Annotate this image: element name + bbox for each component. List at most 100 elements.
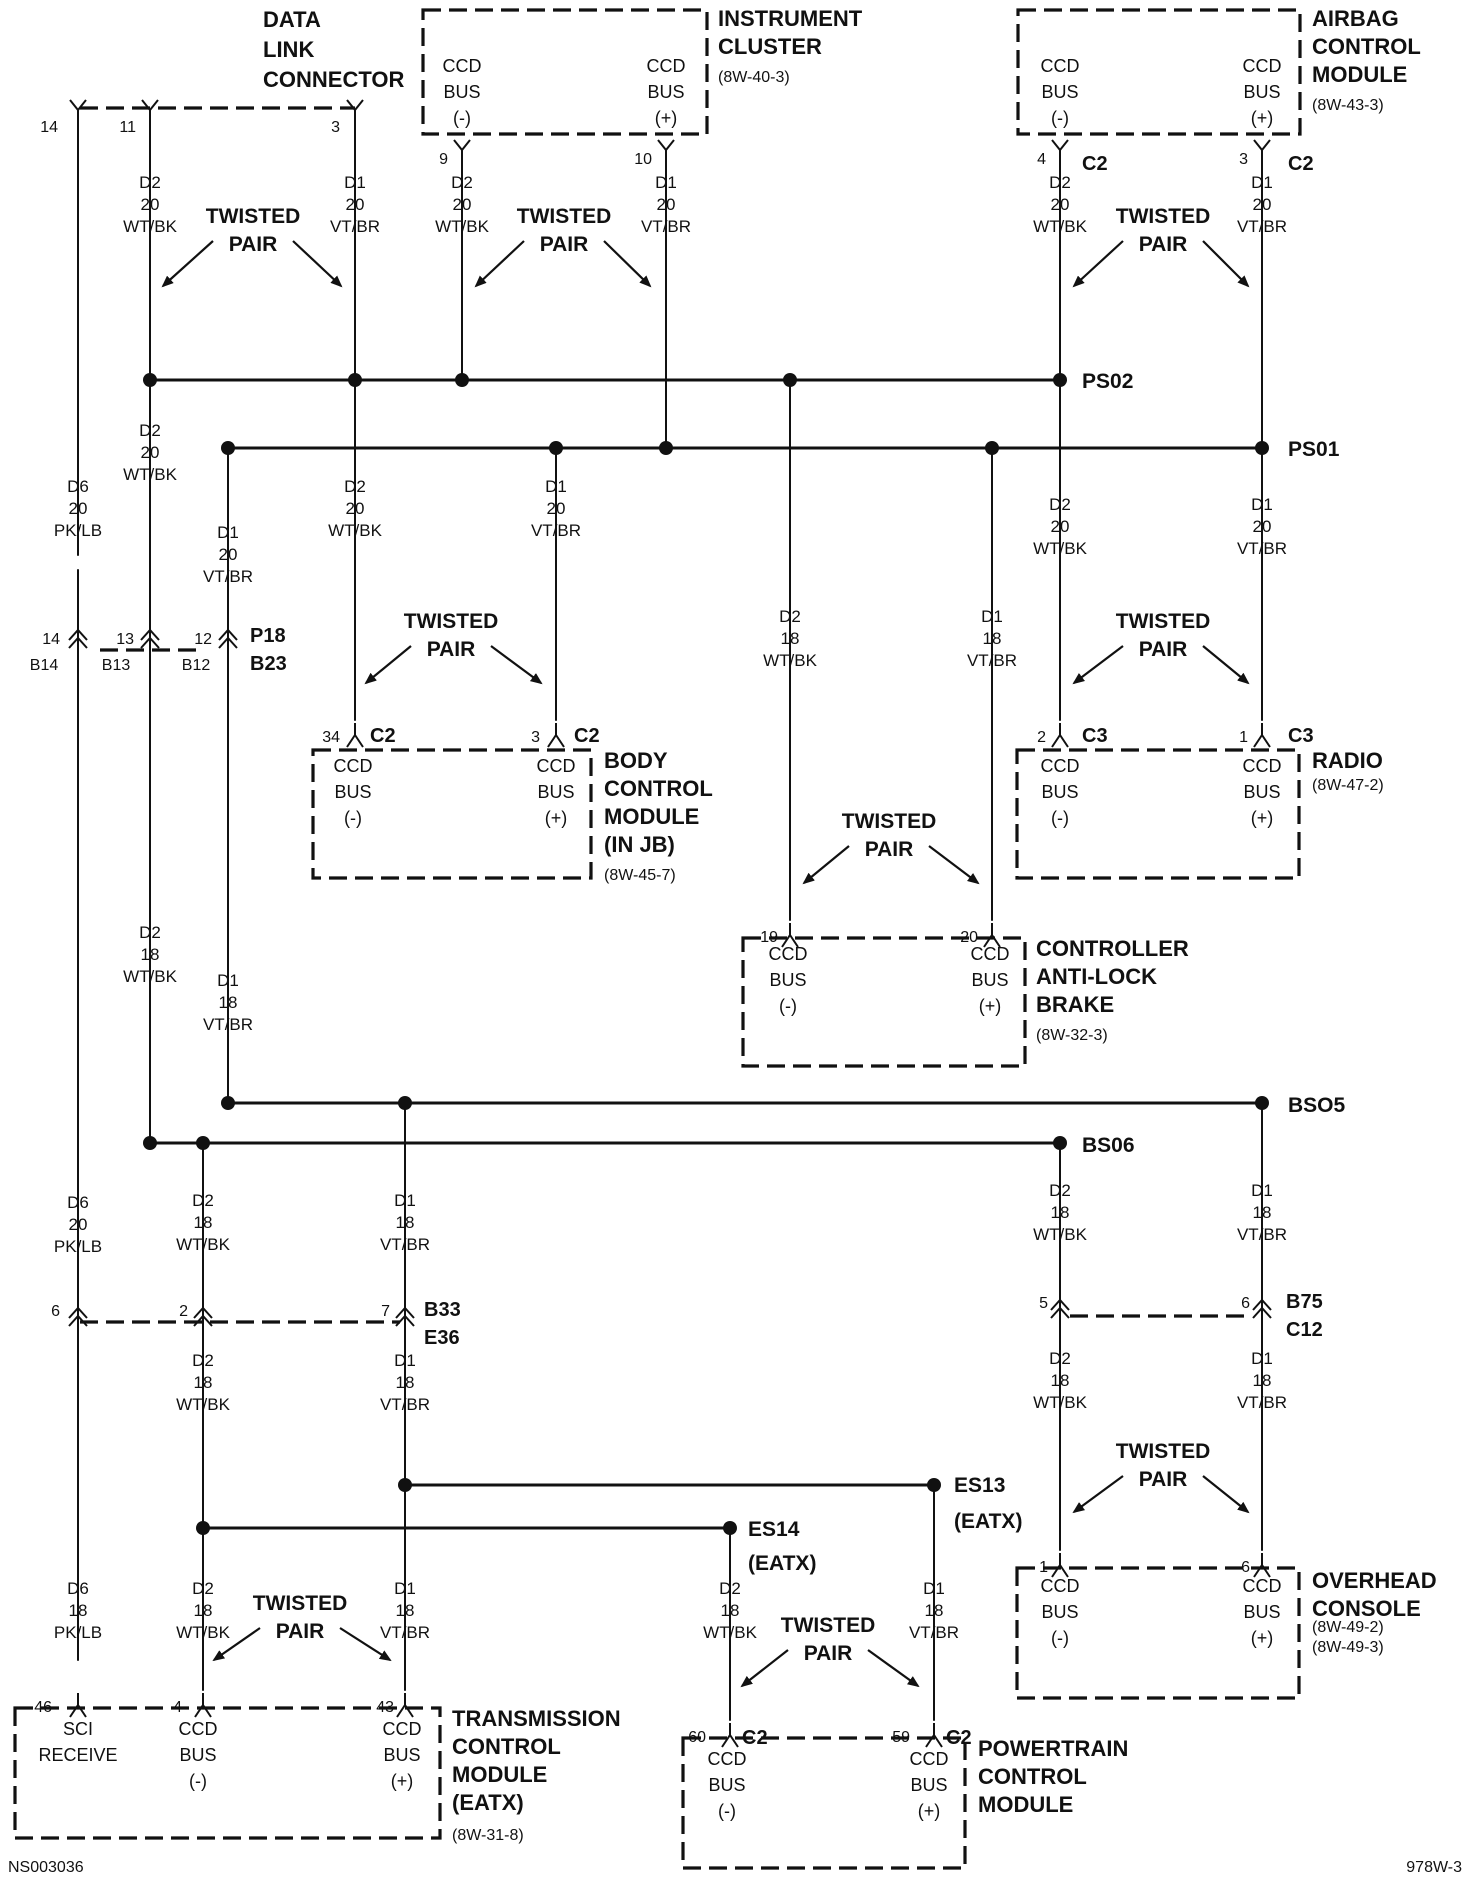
ccd-bus-pin-label: BUS [1041,82,1078,102]
module-name: MODULE [604,804,699,829]
wire-label: 20 [1253,517,1272,536]
splice-dot [196,1521,210,1535]
wire-label: 20 [219,545,238,564]
module-reference: (8W-49-3) [1312,1639,1384,1656]
twisted-pair-label: PAIR [427,638,476,661]
splice-label: PS02 [1082,370,1133,393]
wire-label: 18 [1051,1371,1070,1390]
wire-label: WT/BK [176,1395,230,1414]
wire-label: 20 [346,195,365,214]
ccd-bus-pin-label: CCD [708,1749,747,1769]
wire-label: D1 [981,607,1003,626]
ccd-bus-pin-label: (+) [1251,108,1274,128]
ccd-bus-pin-label: CCD [1041,1576,1080,1596]
splice-dot [143,373,157,387]
splice-ps01 [1255,441,1269,455]
wire-label: D2 [139,923,161,942]
wire-label: D2 [779,607,801,626]
pin-number: 7 [381,1303,390,1320]
ccd-bus-pin-label: BUS [383,1745,420,1765]
twisted-pair-label: PAIR [229,233,278,256]
pin-number: 9 [439,151,448,168]
twisted-pair-arrow [1202,1475,1250,1514]
pin-number: 10 [634,151,652,168]
wire-label: 18 [219,993,238,1012]
module-name: RADIO [1312,748,1383,773]
pin-number: 11 [119,119,136,136]
twisted-pair-label: TWISTED [253,1592,348,1615]
pin-number: 60 [688,1729,706,1746]
wire-label: 20 [453,195,472,214]
twisted-pair-arrow [928,845,980,885]
module-name: CONSOLE [1312,1596,1421,1621]
twisted-pair-arrow [292,240,343,288]
wire-label: 18 [396,1601,415,1620]
wire-label: 18 [925,1601,944,1620]
splice-dot [143,1136,157,1150]
wire-label: D1 [1251,495,1273,514]
labels: DATALINKCONNECTORINSTRUMENTCLUSTER(8W-40… [8,6,1462,1876]
pin-connector [721,1723,739,1748]
wire-label: VT/BR [1237,539,1287,558]
connector-label: B23 [250,653,287,675]
splice-dot [455,373,469,387]
wire-label: D1 [1251,1181,1273,1200]
inline-connector [395,1306,415,1327]
ccd-bus-pin-label: BUS [1243,1602,1280,1622]
twisted-pair-arrow [802,845,850,885]
pin-connector [1253,139,1271,164]
pin-number: 13 [116,631,134,648]
twisted-pair-arrow [1072,645,1124,685]
module-name: INSTRUMENT [718,6,863,31]
ccd-bus-pin-label: (-) [718,1801,736,1821]
twisted-pair-label: TWISTED [1116,610,1211,633]
twisted-pair-arrow [490,645,543,685]
twisted-pair-label: PAIR [865,838,914,861]
module-reference: (8W-45-7) [604,867,676,884]
ccd-bus-pin-label: CCD [971,944,1010,964]
wire-label: D1 [394,1351,416,1370]
ccd-bus-pin-label: (-) [344,808,362,828]
wire-label: 20 [1253,195,1272,214]
pin-number: 14 [42,631,60,648]
splice-dot [659,441,673,455]
wire-label: VT/BR [203,567,253,586]
connector-label: C2 [370,725,396,747]
module-name: CONTROLLER [1036,936,1189,961]
wire-label: VT/BR [330,217,380,236]
wire-label: D1 [217,971,239,990]
splice-dot [398,1478,412,1492]
module-name: (EATX) [452,1790,524,1815]
ccd-bus-pin-label: BUS [179,1745,216,1765]
pin-number: B12 [182,657,211,674]
module-name: MODULE [1312,62,1407,87]
twisted-pair-label: TWISTED [1116,1440,1211,1463]
wire-label: D1 [217,523,239,542]
pin-connector [141,99,159,124]
twisted-pair-label: TWISTED [842,810,937,833]
connector-label: C12 [1286,1319,1323,1341]
pin-connector [1253,1553,1271,1578]
pin-number: 19 [760,929,778,946]
pin-connector [657,139,675,164]
wire-label: D2 [1049,1349,1071,1368]
wire-label: 18 [396,1373,415,1392]
pin-number: 46 [34,1699,52,1716]
ccd-bus-pin-label: CCD [1041,56,1080,76]
splice-label: (EATX) [748,1552,816,1575]
splice-dot [221,1096,235,1110]
pin-connector [396,1693,414,1718]
twisted-pair-label: PAIR [804,1642,853,1665]
wire-label: WT/BK [1033,539,1087,558]
pin-number: 6 [1241,1295,1250,1312]
splice-label: (EATX) [954,1510,1022,1533]
connector-label: C3 [1082,725,1108,747]
powertrain-control-module-box [681,1736,967,1870]
twisted-pair-arrow [603,240,652,288]
splice-es14 [723,1521,737,1535]
pin-connector [1253,723,1271,748]
module-name: CLUSTER [718,34,822,59]
inline-connector [1050,1298,1070,1319]
twisted-pair-arrow [1072,240,1124,288]
